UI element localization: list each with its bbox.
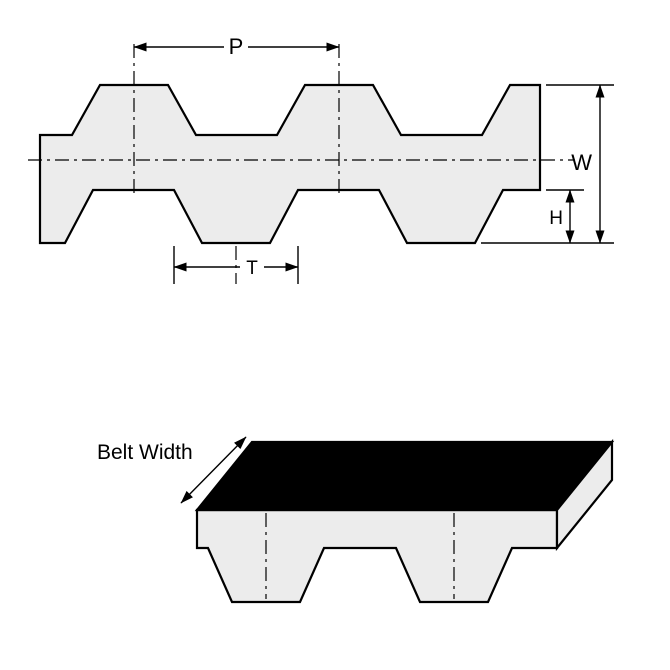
belt-cross-section-profile [38, 83, 542, 245]
belt-end-face [555, 438, 614, 552]
belt-width-arrow [180, 436, 247, 504]
cross-section-view: P W H T [28, 34, 614, 284]
belt-top-face [194, 440, 615, 512]
pitch-dimension: P [133, 34, 340, 59]
overall-width-label: W [571, 150, 592, 175]
tooth-width-dimension: T [173, 246, 299, 284]
tooth-width-label: T [246, 258, 258, 279]
tooth-height-dimension: H [546, 189, 584, 244]
overall-width-dimension: W [481, 84, 614, 244]
tooth-height-label: H [549, 208, 563, 229]
isometric-view: Belt Width [97, 436, 615, 604]
pitch-label: P [229, 34, 244, 59]
belt-width-label: Belt Width [97, 441, 193, 464]
